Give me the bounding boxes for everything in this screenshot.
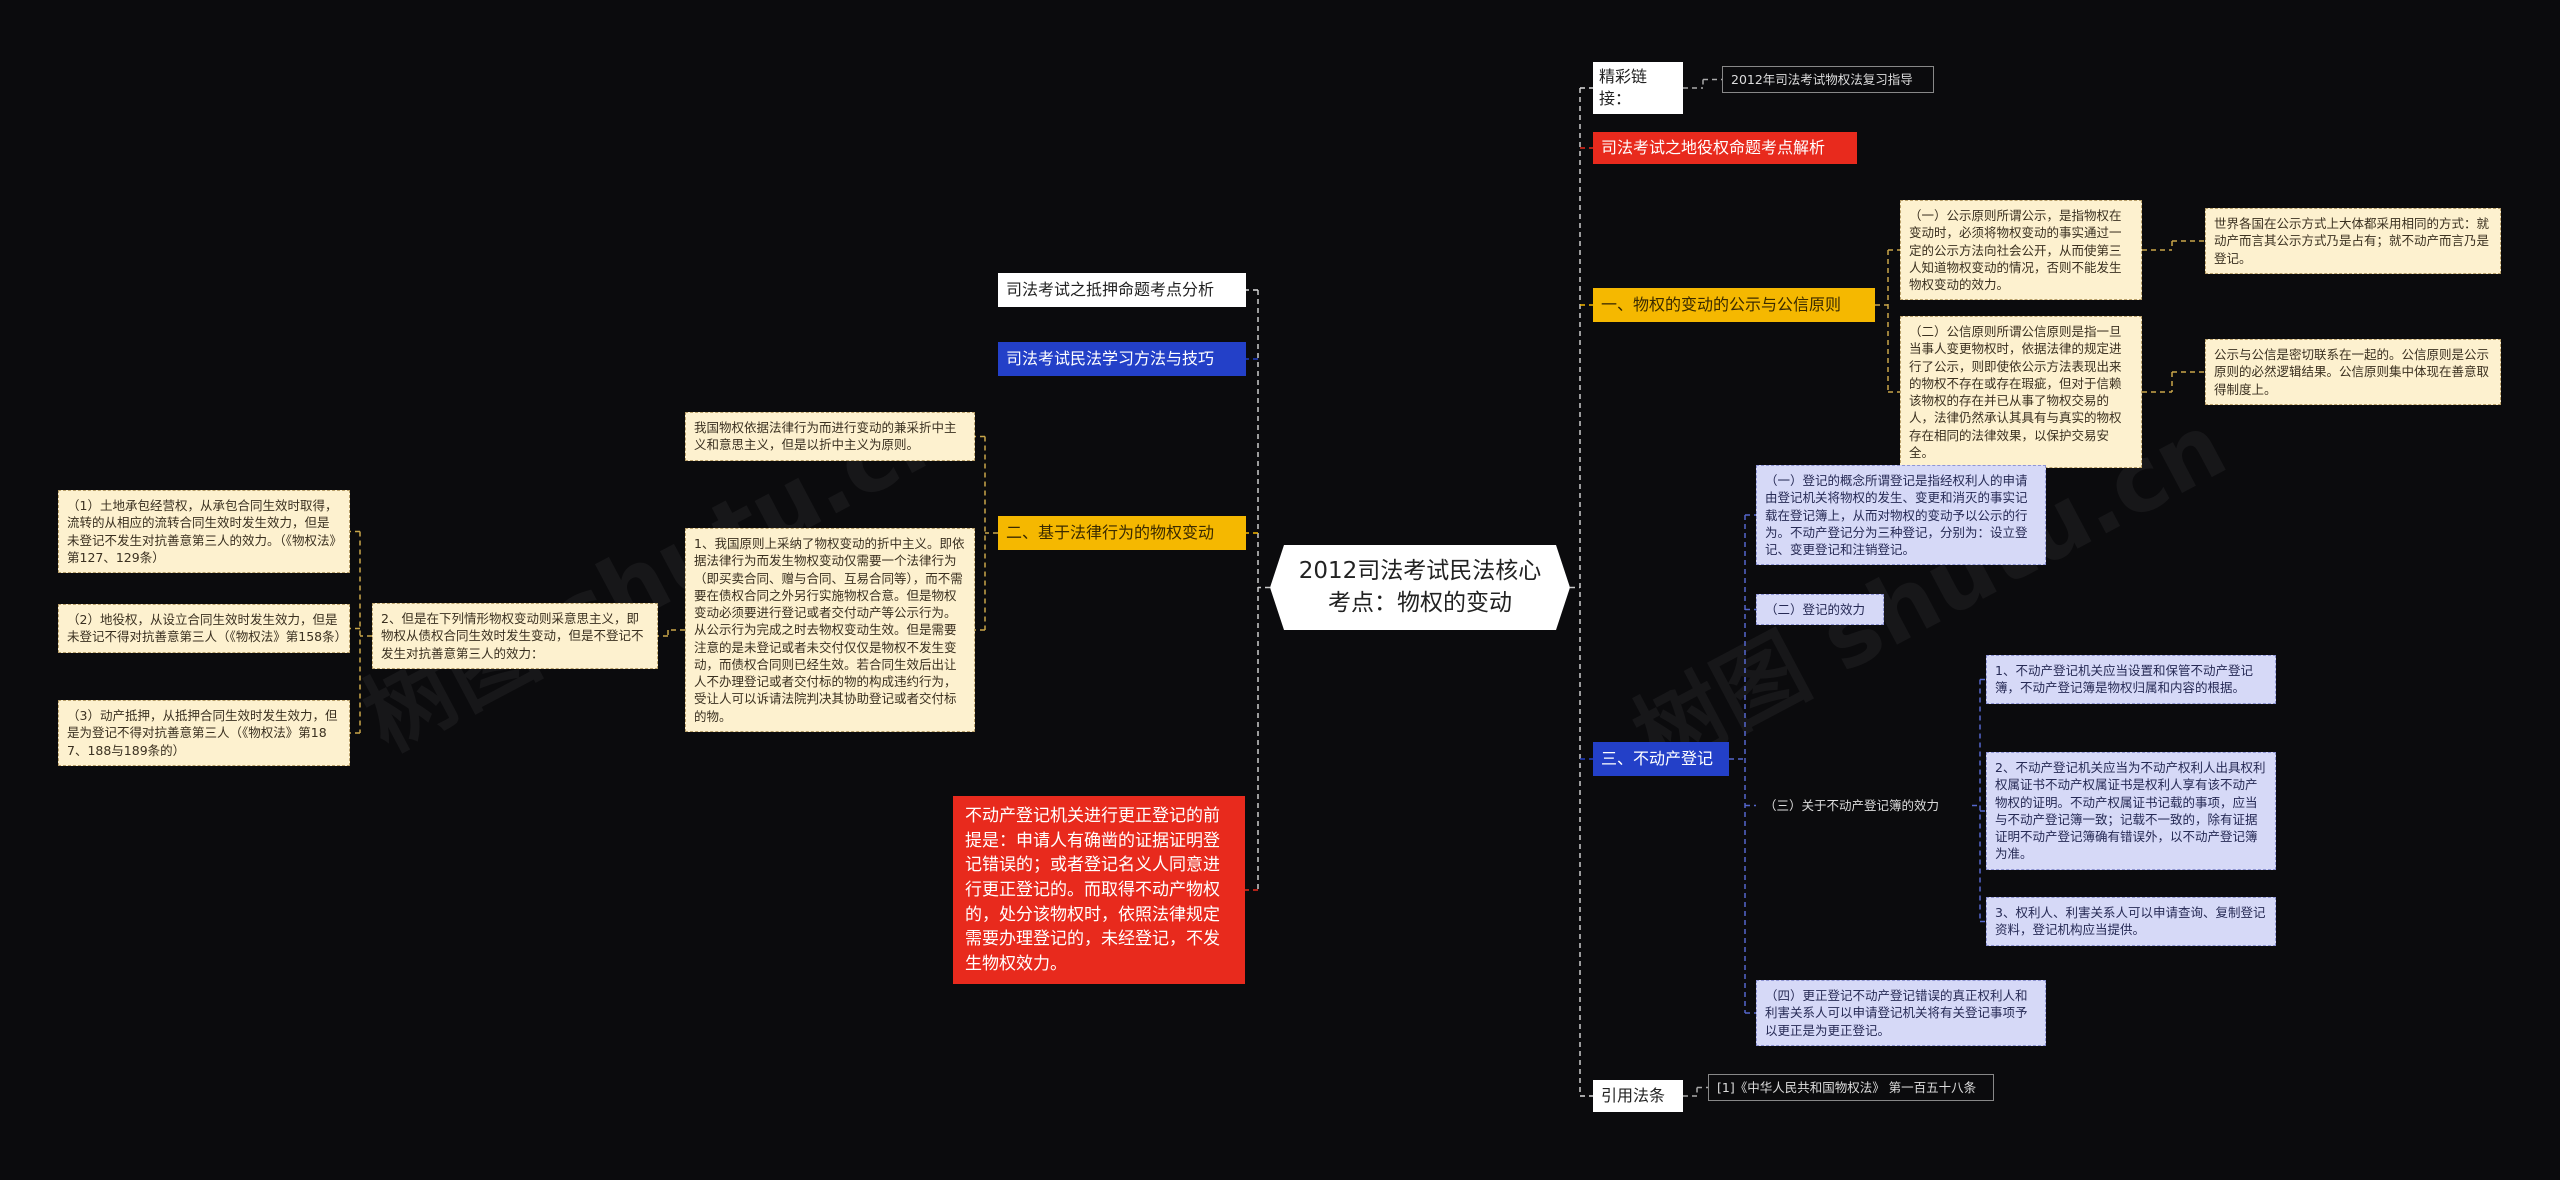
land-contract-right[interactable]: （1）土地承包经营权，从承包合同生效时取得，流转的从相应的流转合同生效时发生效力… [58,490,350,573]
publicity-note[interactable]: 世界各国在公示方式上大体都采用相同的方式：就动产而言其公示方式乃是占有；就不动产… [2205,208,2501,274]
register-book-effect[interactable]: （三）关于不动产登记簿的效力 [1764,798,1940,813]
correction-premise[interactable]: 不动产登记机关进行更正登记的前提是：申请人有确凿的证据证明登记错误的；或者登记名… [953,796,1245,985]
root-topic[interactable]: 2012司法考试民法核心考点：物权的变动 [1270,545,1570,630]
register-book-rule-3[interactable]: 3、权利人、利害关系人可以申请查询、复制登记资料，登记机构应当提供。 [1986,897,2276,946]
link-item[interactable]: 2012年司法考试物权法复习指导 [1722,66,1934,94]
public-trust-note[interactable]: 公示与公信是密切联系在一起的。公信原则是公示原则的必然逻辑结果。公信原则集中体现… [2205,339,2501,405]
root-topic-label: 2012司法考试民法核心考点：物权的变动 [1298,557,1542,616]
easement-topic[interactable]: 司法考试之地役权命题考点解析 [1593,132,1857,165]
registration-topic[interactable]: 三、不动产登记 [1593,742,1729,777]
compromise-doctrine[interactable]: 1、我国原则上采纳了物权变动的折中主义。即依据法律行为而发生物权变动仅需要一个法… [685,528,975,732]
cited-law-topic[interactable]: 引用法条 [1593,1080,1683,1113]
registration-concept[interactable]: （一）登记的概念所谓登记是指经权利人的申请由登记机关将物权的发生、变更和消灭的事… [1756,465,2046,566]
legal-act-principle[interactable]: 我国物权依据法律行为而进行变动的兼采折中主义和意思主义，但是以折中主义为原则。 [685,412,975,461]
legal-act-topic[interactable]: 二、基于法律行为的物权变动 [998,516,1246,551]
chattel-mortgage[interactable]: （3）动产抵押，从抵押合同生效时发生效力，但是为登记不得对抗善意第三人（《物权法… [58,700,350,766]
register-book-rule-1[interactable]: 1、不动产登记机关应当设置和保管不动产登记簿，不动产登记簿是物权归属和内容的根据… [1986,655,2276,704]
register-book-rule-2[interactable]: 2、不动产登记机关应当为不动产权利人出具权利权属证书不动产权属证书是权利人享有该… [1986,752,2276,870]
publicity-principle-topic[interactable]: 一、物权的变动的公示与公信原则 [1593,288,1875,323]
links-topic[interactable]: 精彩链接： [1593,62,1683,115]
registration-effect[interactable]: （二）登记的效力 [1756,594,1884,626]
publicity-detail[interactable]: （一）公示原则所谓公示，是指物权在变动时，必须将物权变动的事实通过一定的公示方法… [1900,200,2142,301]
easement-right[interactable]: （2）地役权，从设立合同生效时发生效力，但是未登记不得对抗善意第三人（《物权法》… [58,604,350,653]
cited-law-item[interactable]: [1]《中华人民共和国物权法》 第一百五十八条 [1708,1074,1994,1102]
study-method-topic[interactable]: 司法考试民法学习方法与技巧 [998,342,1246,377]
public-trust-detail[interactable]: （二）公信原则所谓公信原则是指一旦当事人变更物权时，依据法律的规定进行了公示，则… [1900,316,2142,468]
mortgage-topic[interactable]: 司法考试之抵押命题考点分析 [998,273,1246,308]
correction-registration[interactable]: （四）更正登记不动产登记错误的真正权利人和利害关系人可以申请登记机关将有关登记事… [1756,980,2046,1046]
intention-doctrine[interactable]: 2、但是在下列情形物权变动则采意思主义，即物权从债权合同生效时发生变动，但是不登… [372,603,658,669]
